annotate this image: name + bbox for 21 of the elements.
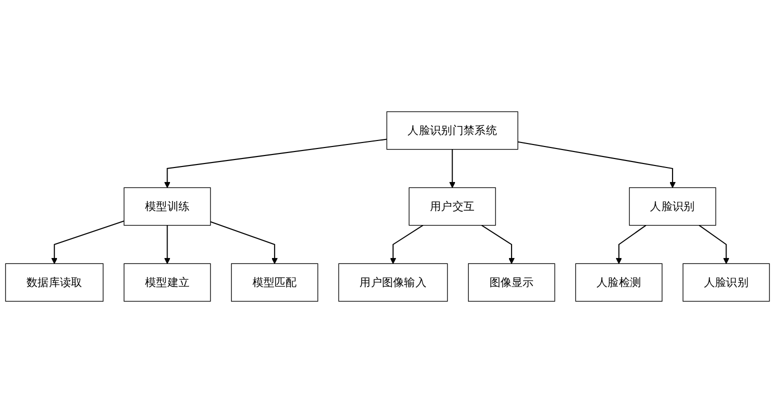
node-box: 人脸识别门禁系统 <box>386 111 518 150</box>
arrow <box>449 149 456 188</box>
arrow <box>390 224 424 264</box>
node-box: 模型匹配 <box>231 263 318 302</box>
arrow <box>164 138 387 188</box>
node-box: 用户交互 <box>408 187 496 226</box>
node-box: 数据库读取 <box>5 263 104 302</box>
node-box: 用户图像输入 <box>338 263 448 302</box>
node-box: 人脸检测 <box>575 263 662 302</box>
node-box: 模型训练 <box>124 187 211 226</box>
node-box: 人脸识别 <box>629 187 716 226</box>
node-box: 人脸识别 <box>682 263 770 302</box>
arrow <box>164 225 170 264</box>
arrow <box>698 224 730 264</box>
arrow <box>481 224 515 264</box>
arrow <box>518 141 676 188</box>
arrow <box>51 220 124 264</box>
node-box: 图像显示 <box>468 263 556 302</box>
arrow <box>616 224 646 264</box>
arrow <box>210 221 278 264</box>
node-box: 模型建立 <box>124 263 211 302</box>
